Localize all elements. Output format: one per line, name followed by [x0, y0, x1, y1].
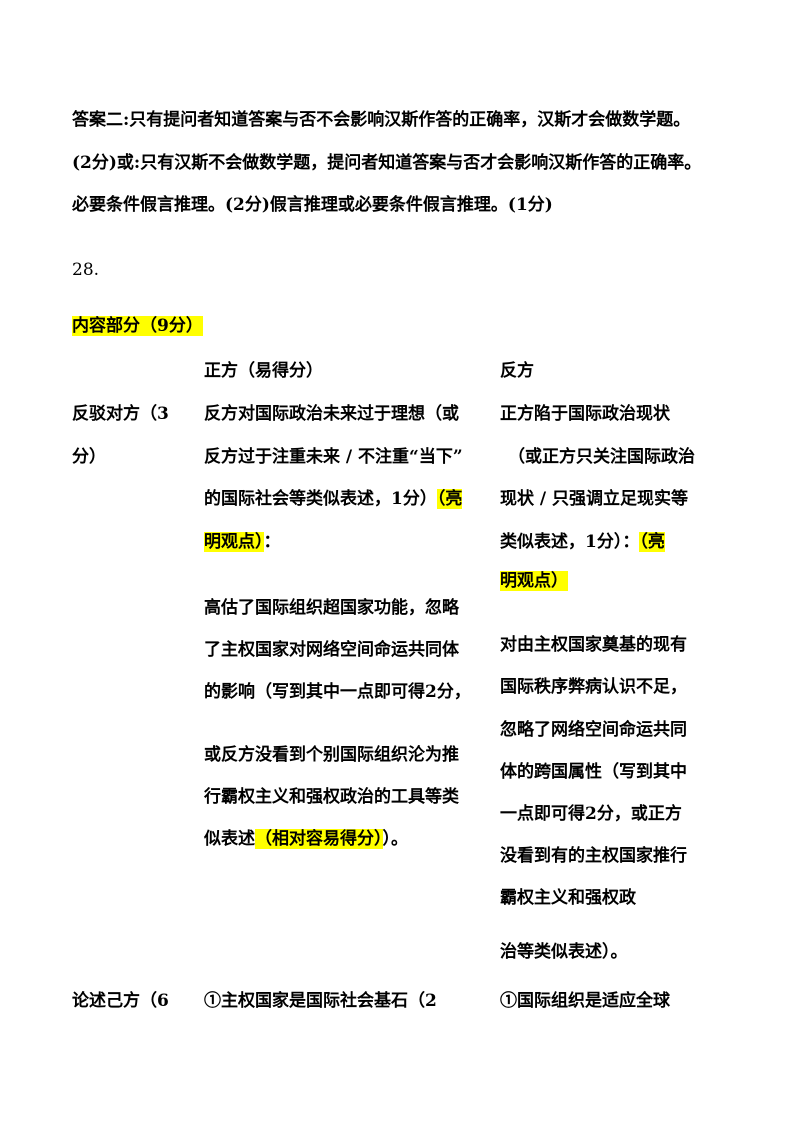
con-line: 没看到有的主权国家推行 — [500, 846, 687, 866]
con-text: 类似表述，1分）： — [500, 532, 640, 552]
con-line: 国际秩序弊病认识不足， — [500, 677, 687, 697]
pro-text: ）。 — [382, 829, 409, 849]
row1-label-b: 分） — [72, 447, 106, 467]
pro-line: 行霸权主义和强权政治的工具等类 — [204, 787, 459, 807]
pro-text: ： — [263, 532, 281, 552]
pro-text: 似表述 — [204, 829, 255, 849]
pro-line: 的影响（写到其中一点即可得2分， — [204, 682, 471, 702]
section-title-text: 内容部分（9分） — [72, 316, 203, 336]
con-line: 体的跨国属性（写到其中 — [500, 762, 687, 782]
con-line: 对由主权国家奠基的现有 — [500, 635, 687, 655]
pro-line: 高估了国际组织超国家功能，忽略 — [204, 598, 459, 618]
pro-text: 的国际社会等类似表述，1分） — [204, 489, 437, 509]
row1-label-a: 反驳对方（3 — [72, 404, 169, 424]
pro-line: 反方过于注重未来 / 不注重“当下” — [204, 447, 463, 467]
answer-line-2: (2分)或:只有汉斯不会做数学题，提问者知道答案与否才会影响汉斯作答的正确率。 — [72, 153, 702, 173]
con-line: 类似表述，1分）：（亮 — [500, 530, 665, 554]
pro-line: 的国际社会等类似表述，1分）（亮 — [204, 487, 463, 511]
header-pro: 正方（易得分） — [204, 361, 323, 381]
section-title: 内容部分（9分） — [72, 314, 203, 338]
answer-line-1: 答案二:只有提问者知道答案与否不会影响汉斯作答的正确率，汉斯才会做数学题。 — [72, 110, 691, 130]
con-line: （或正方只关注国际政治 — [508, 447, 695, 467]
pro-line: 反方对国际政治未来过于理想（或 — [204, 404, 459, 424]
answer-line-3: 必要条件假言推理。(2分)假言推理或必要条件假言推理。(1分) — [72, 195, 553, 215]
con-line: 一点即可得2分，或正方 — [500, 804, 682, 824]
con-line: 忽略了网络空间命运共同 — [500, 720, 687, 740]
question-number: 28. — [72, 260, 100, 280]
pro-line: 明观点）： — [204, 530, 281, 554]
con-line: 明观点） — [500, 569, 568, 593]
highlight-text: （亮 — [436, 489, 463, 509]
pro-line: 了主权国家对网络空间命运共同体 — [204, 640, 459, 660]
highlight-text: （相对容易得分） — [255, 829, 383, 849]
row2-label: 论述己方（6 — [72, 991, 169, 1011]
highlight-text: 明观点） — [500, 571, 568, 591]
con-line: 治等类似表述）。 — [500, 942, 628, 962]
con-line: 霸权主义和强权政 — [500, 888, 636, 908]
con-line: 正方陷于国际政治现状 — [500, 404, 670, 424]
highlight-text: （亮 — [639, 532, 665, 552]
pro-line: 或反方没看到个别国际组织沦为推 — [204, 745, 459, 765]
highlight-text: 明观点） — [204, 532, 264, 552]
row2-pro: ①主权国家是国际社会基石（2 — [204, 991, 437, 1011]
row2-con: ①国际组织是适应全球 — [500, 991, 670, 1011]
header-con: 反方 — [500, 361, 534, 381]
con-line: 现状 / 只强调立足现实等 — [500, 489, 689, 509]
pro-line: 似表述（相对容易得分））。 — [204, 827, 408, 851]
